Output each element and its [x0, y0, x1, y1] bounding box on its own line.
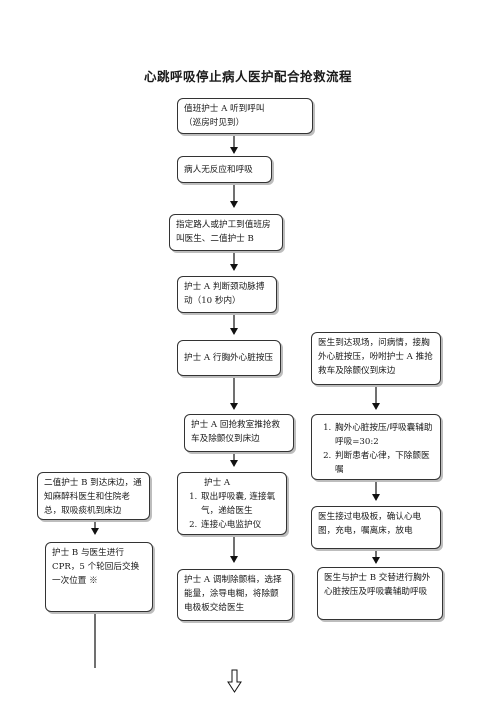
step-prepare-equipment-list: 取出呼吸囊, 连接氧气，递给医生 连接心电监护仪: [184, 490, 280, 532]
step-nurse-a-hears-call-line2: （巡房时见到）: [184, 118, 245, 128]
step-fetch-cart-label: 护士 A 回抢救室推抢救车及除颤仪到床边: [191, 420, 281, 444]
nurse-b-cpr: 护士 B 与医生进行 CPR，5 个轮回后交换一次位置 ※: [45, 542, 153, 612]
list-item: 取出呼吸囊, 连接氧气，递给医生: [200, 490, 280, 518]
step-chest-compression: 护士 A 行胸外心脏按压: [177, 340, 281, 376]
list-item: 连接心电监护仪: [200, 518, 280, 532]
doctor-arrives: 医生到达现场，问病情，接胸外心脏按压，吩咐护士 A 推抢救车及除颤仪到床边: [311, 332, 441, 385]
step-nurse-a-hears-call: 值班护士 A 听到呼叫 （巡房时见到）: [177, 98, 313, 134]
doctor-actions-list: 胸外心脏按压/呼吸囊辅助呼吸=30:2 判断患者心律，下除颤医嘱: [318, 421, 434, 477]
step-call-doctor-label: 指定路人或护工到值班房叫医生、二值护士 B: [176, 220, 271, 244]
step-check-pulse-label: 护士 A 判断颈动脉搏动（10 秒内）: [184, 282, 265, 306]
step-prepare-equipment-heading: 护士 A: [204, 478, 231, 488]
nurse-b-cpr-label: 护士 B 与医生进行 CPR，5 个轮回后交换一次位置 ※: [52, 548, 140, 586]
step-defib-setup: 护士 A 调制除颤档，选择能量，涂导电糊，将除颤电极板交给医生: [177, 569, 293, 621]
step-nurse-a-hears-call-line1: 值班护士 A 听到呼叫: [184, 104, 265, 114]
hollow-down-arrow: [227, 669, 242, 693]
doctor-arrives-label: 医生到达现场，问病情，接胸外心脏按压，吩咐护士 A 推抢救车及除颤仪到床边: [318, 338, 433, 376]
step-chest-compression-label: 护士 A 行胸外心脏按压: [184, 353, 274, 363]
step-check-pulse: 护士 A 判断颈动脉搏动（10 秒内）: [177, 276, 277, 313]
list-item: 胸外心脏按压/呼吸囊辅助呼吸=30:2: [334, 421, 434, 449]
step-prepare-equipment: 护士 A 取出呼吸囊, 连接氧气，递给医生 连接心电监护仪: [177, 472, 287, 535]
step-fetch-cart: 护士 A 回抢救室推抢救车及除颤仪到床边: [184, 414, 294, 452]
doctor-defibrillates: 医生接过电极板，确认心电图，充电，嘱离床，放电: [311, 506, 441, 549]
doctor-actions: 胸外心脏按压/呼吸囊辅助呼吸=30:2 判断患者心律，下除颤医嘱: [311, 414, 441, 480]
doctor-nurse-swap-label: 医生与护士 B 交替进行胸外心脏按压及呼吸囊辅助呼吸: [324, 573, 431, 597]
step-no-response: 病人无反应和呼吸: [177, 156, 272, 183]
step-no-response-label: 病人无反应和呼吸: [184, 165, 253, 175]
list-item: 判断患者心律，下除颤医嘱: [334, 449, 434, 477]
doctor-defibrillates-label: 医生接过电极板，确认心电图，充电，嘱离床，放电: [318, 512, 422, 536]
nurse-b-arrives-label: 二值护士 B 到达床边，通知麻醉科医生和住院老总，取吸痰机到床边: [44, 478, 142, 516]
step-call-doctor: 指定路人或护工到值班房叫医生、二值护士 B: [169, 214, 283, 251]
step-defib-setup-label: 护士 A 调制除颤档，选择能量，涂导电糊，将除颤电极板交给医生: [184, 575, 282, 613]
page-title: 心跳呼吸停止病人医护配合抢救流程: [143, 69, 352, 84]
nurse-b-arrives: 二值护士 B 到达床边，通知麻醉科医生和住院老总，取吸痰机到床边: [37, 472, 150, 520]
doctor-nurse-swap: 医生与护士 B 交替进行胸外心脏按压及呼吸囊辅助呼吸: [317, 567, 443, 620]
